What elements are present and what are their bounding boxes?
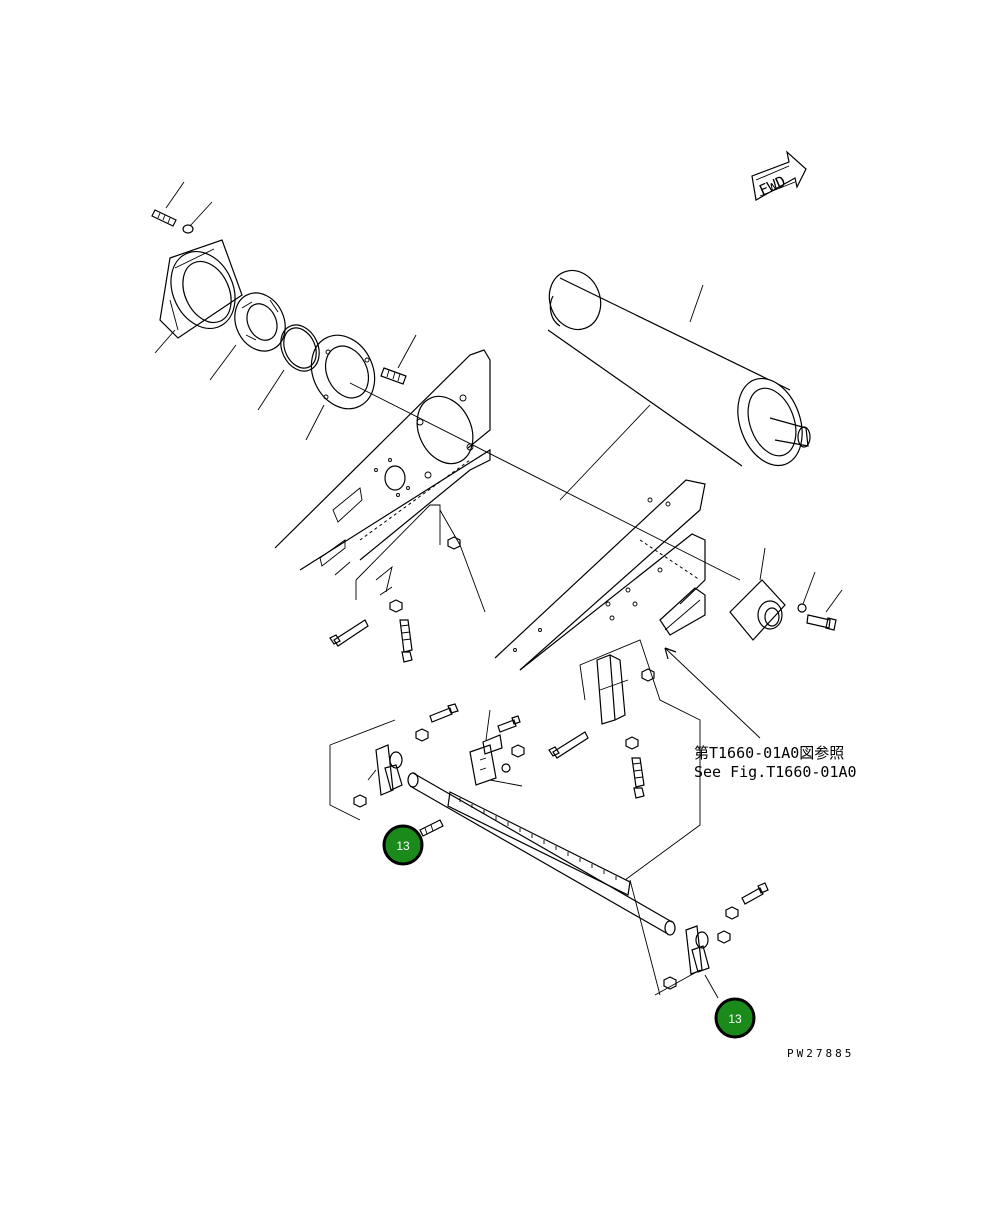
bolt-left-vertical	[399, 619, 413, 663]
reference-leader	[664, 647, 761, 739]
bearing	[209, 292, 286, 381]
nut-right-1	[725, 906, 739, 920]
washer-right	[797, 571, 816, 613]
bolt-top-left	[151, 181, 185, 227]
roller-leader	[559, 404, 651, 501]
seal-plate	[305, 334, 376, 441]
drawing-number: PW27885	[787, 1047, 854, 1060]
bolt-right-lower	[741, 882, 769, 905]
bolt-left-horizontal	[329, 619, 369, 647]
center-line	[349, 382, 741, 581]
bolt-seal	[380, 334, 417, 385]
nut-lower-2	[511, 744, 525, 758]
nut-lower-4	[353, 794, 367, 808]
tube-mount-left	[367, 744, 403, 796]
plate-lower-small	[482, 709, 503, 755]
reference-note-jp: 第T1660-01A0図参照	[694, 744, 844, 762]
fwd-label: FWD	[756, 172, 788, 199]
bolt-lower-1	[429, 703, 459, 723]
lower-left-outline	[329, 719, 396, 821]
nut-right-2	[717, 930, 731, 944]
crossbar-tube	[407, 772, 676, 936]
bolt-center-vertical	[631, 757, 645, 799]
callout-13-right[interactable]: 13	[714, 997, 756, 1039]
callout-13-left[interactable]: 13	[382, 824, 424, 866]
nut-lower-3	[501, 763, 511, 773]
nut-center	[641, 668, 655, 682]
nut-center-2	[625, 736, 639, 750]
nut-lower-1	[415, 728, 429, 742]
lower-right-outline	[629, 879, 701, 996]
snap-ring	[257, 324, 320, 411]
center-bracket	[596, 654, 629, 725]
bearing-housing-right	[729, 547, 786, 641]
frame-plate-left	[274, 349, 491, 613]
clamp-plate	[469, 744, 523, 787]
bolt-center-horizontal	[548, 731, 589, 759]
reference-note-en: See Fig.T1660-01A0	[694, 763, 857, 781]
center-outline	[579, 639, 701, 881]
bolt-lower-2	[497, 715, 521, 733]
bearing-housing-left	[154, 239, 243, 354]
bolt-lower-left	[419, 819, 444, 837]
nut-left-1	[447, 536, 461, 550]
tube-mount-right	[685, 925, 719, 999]
washer-top-left	[182, 201, 213, 234]
nut-right-3	[663, 976, 677, 990]
bracket-right	[659, 587, 706, 636]
toothed-bar	[447, 791, 631, 896]
frame-plate-right	[494, 479, 706, 671]
fwd-arrow-icon: FWD	[751, 150, 807, 201]
callout-13-left-label[interactable]: 13	[396, 839, 410, 853]
bolt-right	[806, 589, 843, 631]
roller-drum	[547, 269, 811, 467]
nut-left-2	[389, 599, 403, 613]
callout-13-right-label[interactable]: 13	[728, 1012, 742, 1026]
reference-arrow-icon	[664, 647, 677, 660]
